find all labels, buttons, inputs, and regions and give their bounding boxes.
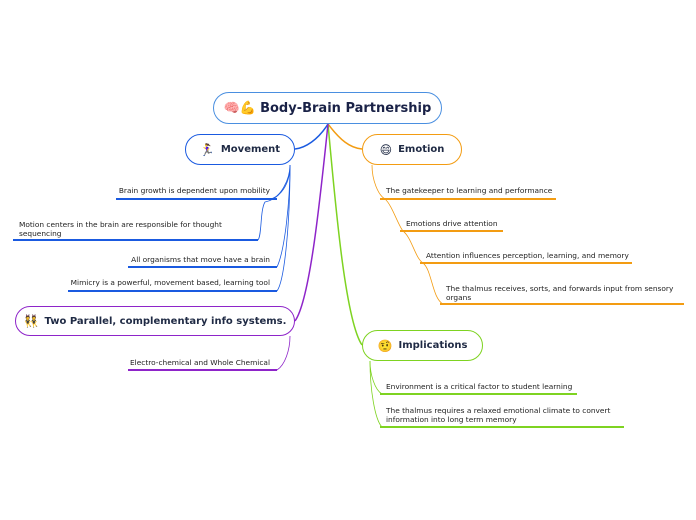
topic-two-parallel-label: Two Parallel, complementary info systems… [44,315,287,327]
connector-emotion-leaf [371,164,386,200]
connector-two-parallel [294,123,329,322]
connector-emotion-leaf [422,262,444,305]
grinning-face-icon: 😄 [379,142,393,157]
connector-two-parallel-leaf [276,335,291,371]
subtopic-movement-3[interactable]: Mimicry is a powerful, movement based, l… [70,278,270,287]
central-title: Body-Brain Partnership [260,100,432,116]
runner-icon: 🏃‍♀️ [199,142,215,157]
connector-implications [327,123,363,346]
raised-eyebrow-face-icon: 🤨 [377,338,393,353]
brain-muscle-icon: 🧠💪 [223,100,257,116]
connector-emotion-leaf [384,198,404,232]
topic-two-parallel[interactable]: 👯 Two Parallel, complementary info syste… [15,306,295,336]
subtopic-movement-0[interactable]: Brain growth is dependent upon mobility [118,186,270,195]
subtopic-movement-2[interactable]: All organisms that move have a brain [131,255,270,264]
subtopic-emotion-1[interactable]: Emotions drive attention [406,219,498,228]
connector-emotion-leaf [402,230,424,264]
connector-movement-leaf [257,164,291,241]
subtopic-emotion-3[interactable]: The thalmus receives, sorts, and forward… [446,284,674,302]
topic-movement[interactable]: 🏃‍♀️ Movement [185,134,295,165]
topic-movement-label: Movement [220,144,281,155]
subtopic-two-parallel-0[interactable]: Electro-chemical and Whole Chemical [130,358,270,367]
subtopic-emotion-2[interactable]: Attention influences perception, learnin… [426,251,629,260]
subtopic-emotion-0[interactable]: The gatekeeper to learning and performan… [386,186,553,195]
connector-movement [294,123,329,150]
connector-emotion [327,123,363,150]
topic-emotion-label: Emotion [398,144,445,155]
connector-movement-leaf [276,164,291,292]
subtopic-implications-0[interactable]: Environment is a critical factor to stud… [386,382,573,391]
topic-implications-label: Implications [398,340,468,351]
topic-implications[interactable]: 🤨 Implications [362,330,483,361]
subtopic-movement-1[interactable]: Motion centers in the brain are responsi… [19,220,222,238]
connector-implications-leaf [369,360,383,428]
central-topic[interactable]: 🧠💪 Body-Brain Partnership [213,92,442,124]
dancers-icon: 👯 [23,314,39,328]
subtopic-implications-1[interactable]: The thalmus requires a relaxed emotional… [386,406,611,424]
topic-emotion[interactable]: 😄 Emotion [362,134,462,165]
